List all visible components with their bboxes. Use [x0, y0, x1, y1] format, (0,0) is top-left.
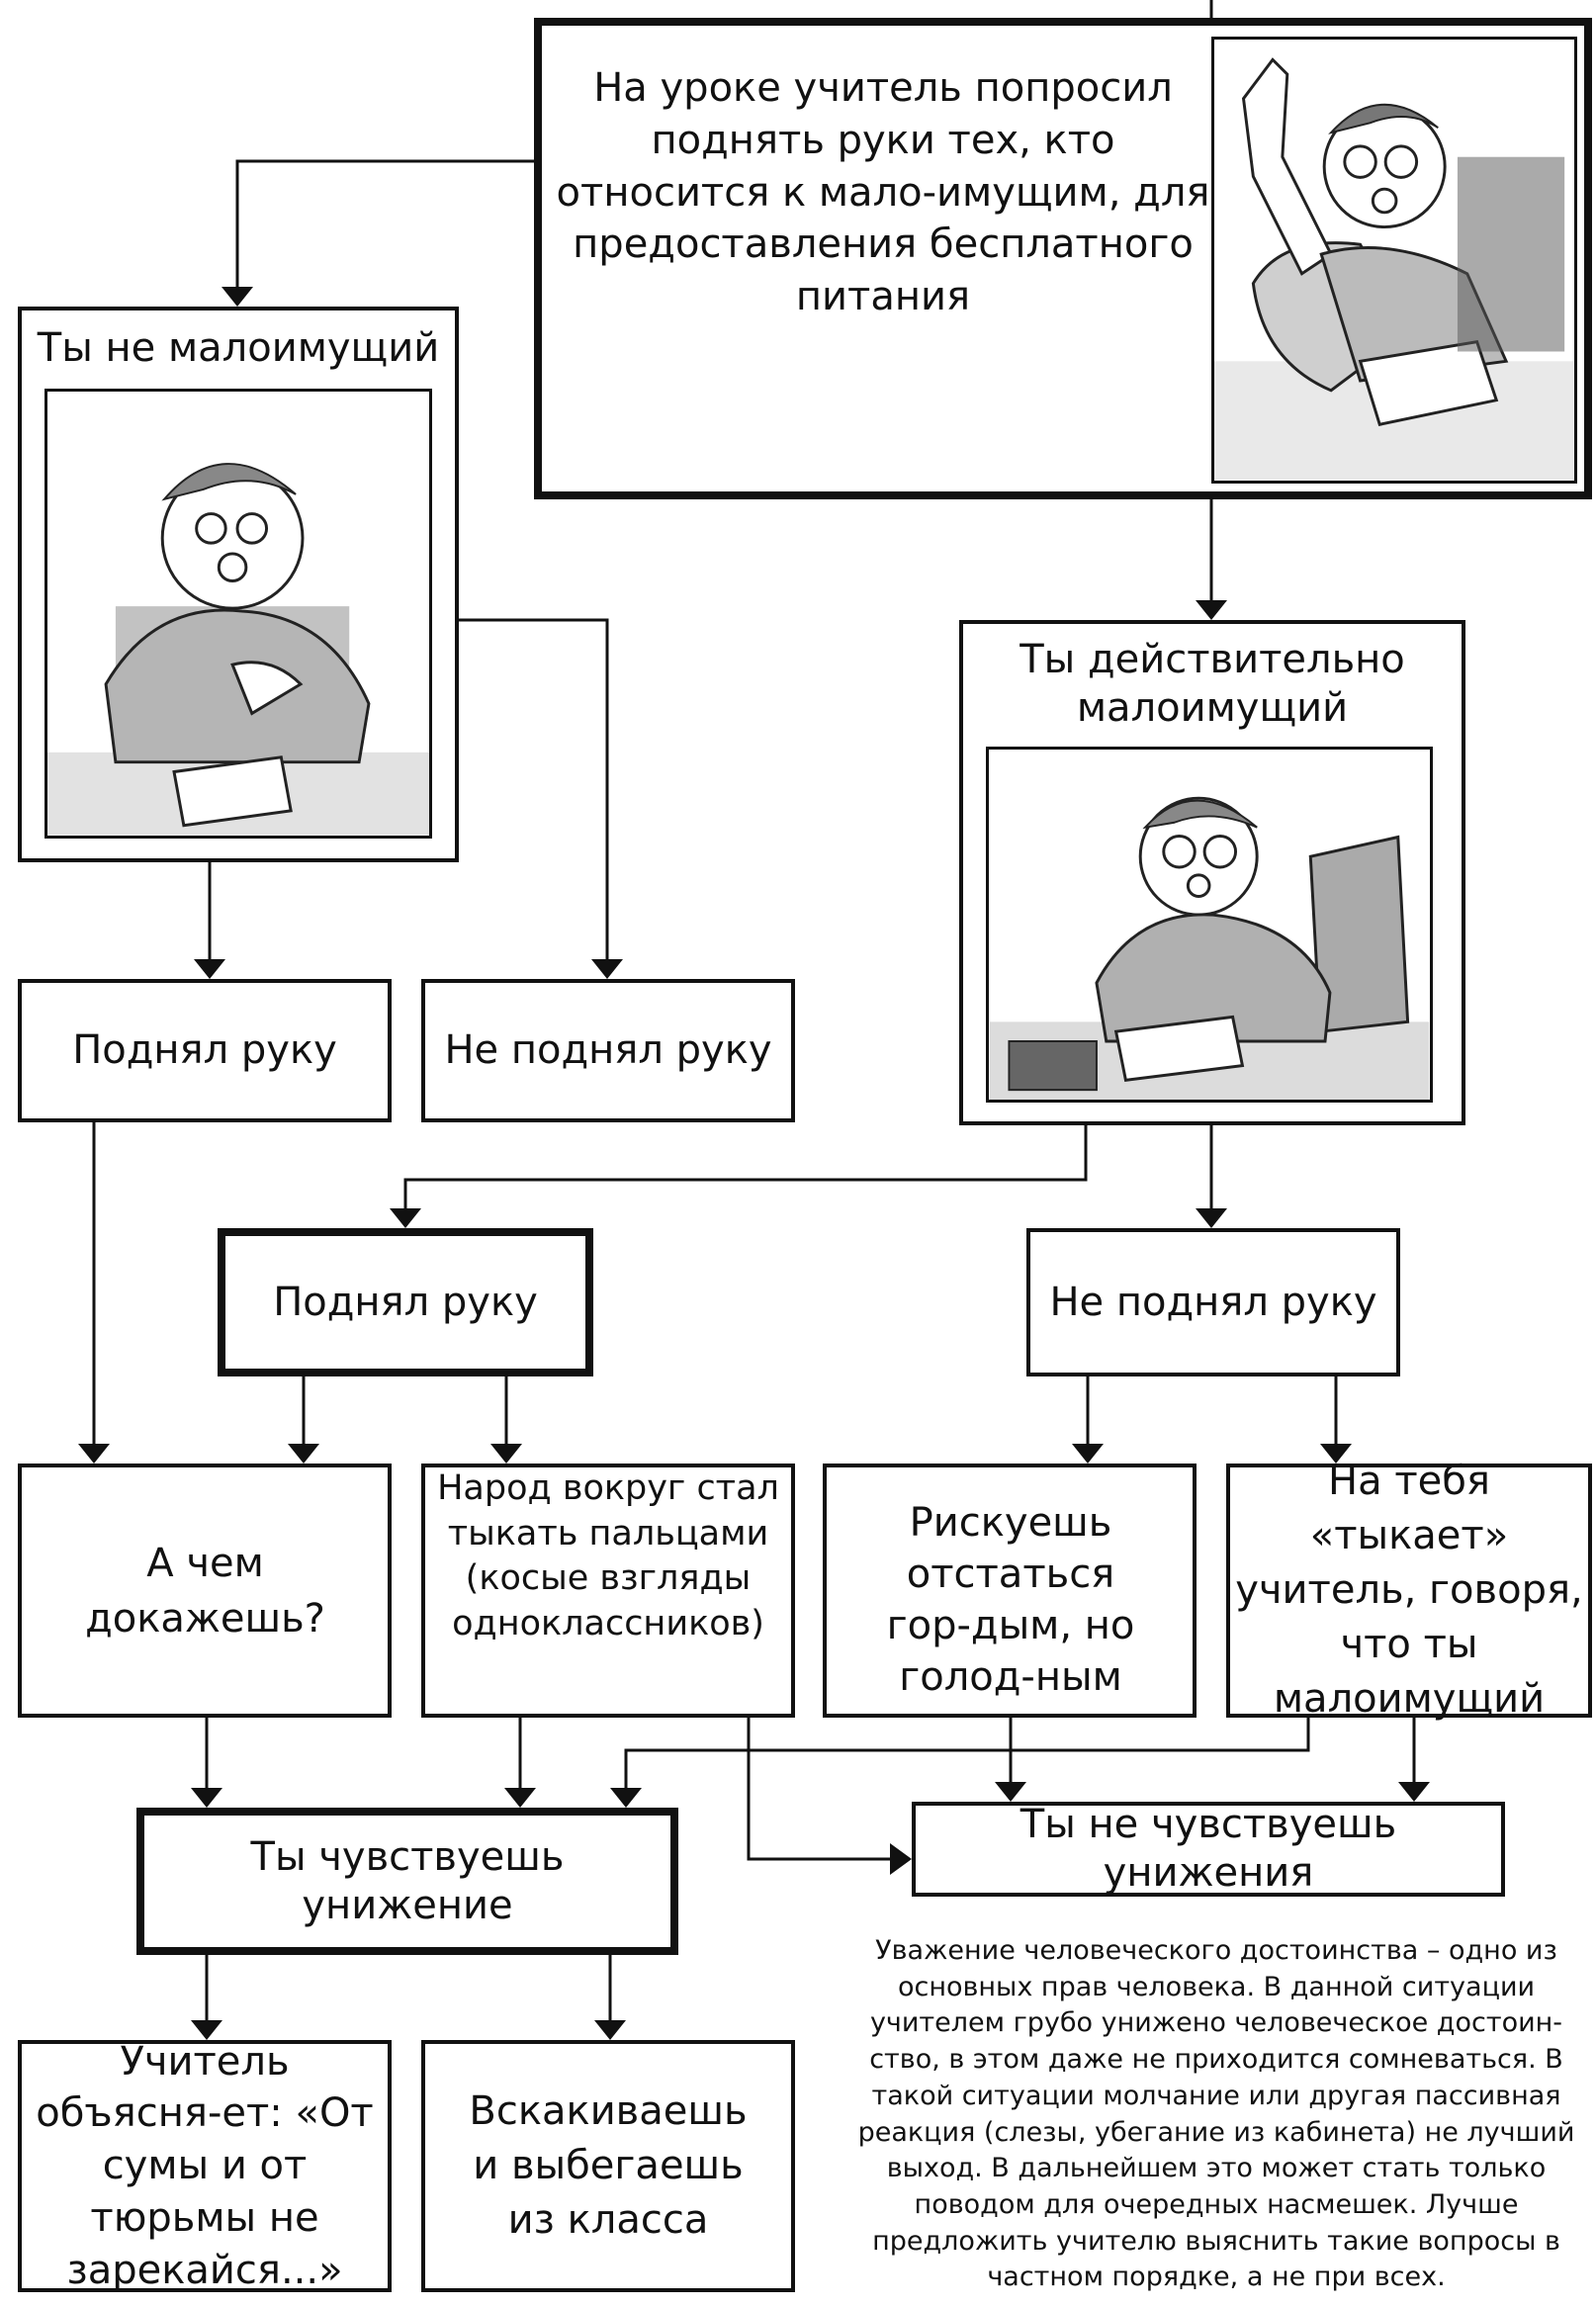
not-poor-not-raised-text: Не поднял руку: [444, 1027, 772, 1074]
proud-box: [823, 1464, 1197, 1718]
teacher-explains-box: [18, 2040, 392, 2292]
arrow-top-to-not-poor: [235, 159, 534, 287]
arrow-poor-to-raised: [403, 1125, 1088, 1208]
run-away-box: [421, 2040, 795, 2292]
prove-box: [18, 1464, 392, 1718]
not-poor-raised-box: [18, 979, 392, 1122]
pointing-box: [421, 1464, 795, 1718]
humiliated-text: Ты чувствуешь унижение: [250, 1833, 565, 1928]
worried-student-illustration: [986, 747, 1433, 1103]
arrow-not-poor-to-not-raised: [459, 618, 609, 959]
poor-title: Ты действительно малоимущий: [1020, 637, 1405, 731]
teacher-ty-box: [1226, 1464, 1592, 1718]
teacher-explains-text: Учитель объясня-ет: «От сумы и от тюрьмы…: [36, 2038, 374, 2293]
not-poor-raised-text: Поднял руку: [72, 1027, 337, 1074]
prove-text: А чем докажешь?: [85, 1540, 325, 1642]
poor-raised-text: Поднял руку: [273, 1279, 538, 1325]
situation-text: На уроке учитель попросил поднять руки т…: [556, 65, 1210, 320]
not-humiliated-box: [912, 1802, 1505, 1897]
poor-raised-box: [218, 1228, 593, 1376]
not-humiliated-text: Ты не чувствуешь унижения: [1020, 1802, 1397, 1896]
raising-hand-illustration: [1211, 37, 1577, 484]
arrow-teacher-to-humiliated: [624, 1718, 1310, 1788]
hand-on-chest-illustration: [44, 389, 432, 839]
explanatory-note: Уважение человеческого достоинства – одн…: [857, 1935, 1575, 2293]
arrow-pointing-to-not-humiliated: [747, 1718, 890, 1861]
proud-text: Рискуешь отстаться гор-дым, но голод-ным: [886, 1499, 1135, 1700]
run-away-text: Вскакиваешь и выбегаешь из класса: [469, 2087, 748, 2244]
poor-not-raised-text: Не поднял руку: [1049, 1279, 1377, 1325]
pointing-text: Народ вокруг стал тыкать пальцами (косые…: [437, 1468, 779, 1643]
humiliated-box: [136, 1808, 678, 1955]
not-poor-not-raised-box: [421, 979, 795, 1122]
teacher-ty-text: На тебя «тыкает» учитель, говоря, что ты…: [1235, 1458, 1583, 1723]
not-poor-title: Ты не малоимущий: [37, 324, 440, 371]
poor-not-raised-box: [1026, 1228, 1400, 1376]
